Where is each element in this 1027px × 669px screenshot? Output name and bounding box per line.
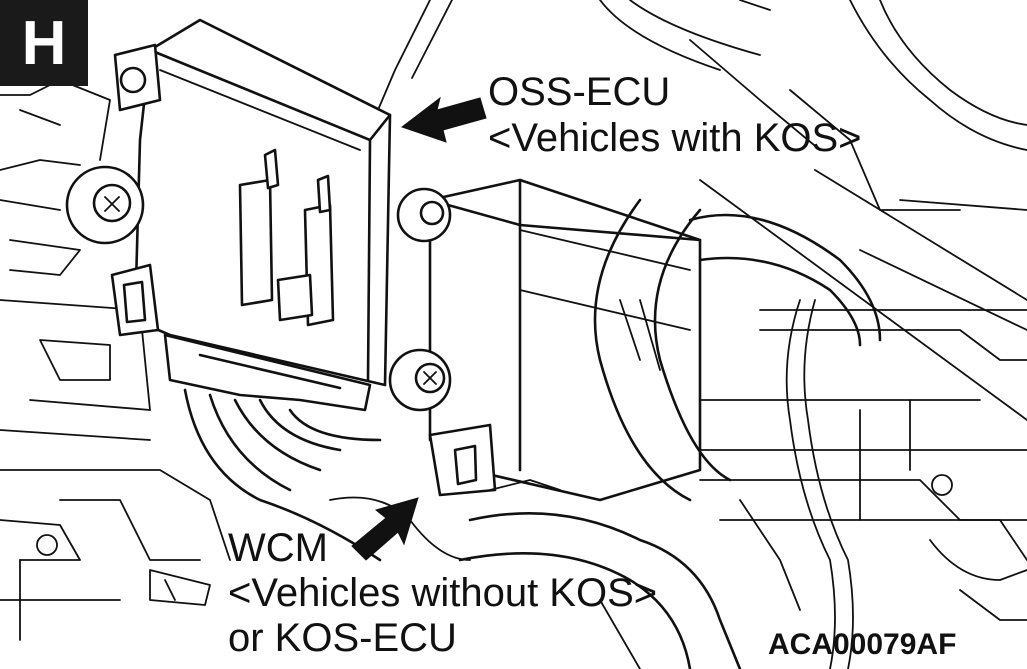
oss-ecu-condition-label: <Vehicles with KOS> bbox=[488, 116, 862, 160]
wcm-module bbox=[388, 178, 702, 502]
black-arrow-icon bbox=[400, 96, 487, 143]
oss-ecu-label: OSS-ECU bbox=[488, 70, 671, 114]
panel-tag: H bbox=[0, 0, 88, 86]
figure-code: ACA00079AF bbox=[768, 628, 957, 661]
wcm-label: WCM bbox=[228, 526, 328, 570]
vehicle-structure bbox=[0, 0, 1027, 641]
wcm-condition-label: <Vehicles without KOS> bbox=[228, 571, 658, 615]
black-arrow-icon bbox=[351, 497, 419, 561]
wire-harness bbox=[183, 198, 882, 669]
kos-ecu-label: or KOS-ECU bbox=[228, 616, 457, 660]
oss-ecu-module bbox=[65, 18, 392, 412]
